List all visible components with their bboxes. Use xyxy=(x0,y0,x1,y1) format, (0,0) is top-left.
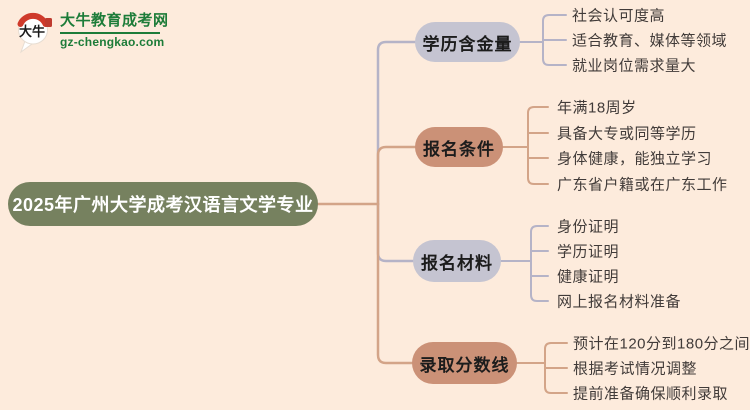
leaf-item: 社会认可度高 xyxy=(572,7,666,25)
red-seal-icon xyxy=(45,18,52,27)
leaf-item: 年满18周岁 xyxy=(557,99,637,117)
branch-node-score-line[interactable]: 录取分数线 xyxy=(412,342,517,384)
site-domain: gz-chengkao.com xyxy=(60,35,165,50)
branch-node-conditions[interactable]: 报名条件 xyxy=(415,127,503,167)
leaf-item: 预计在120分到180分之间 xyxy=(573,335,750,353)
leaf-item: 身份证明 xyxy=(557,218,620,236)
branch-node-materials[interactable]: 报名材料 xyxy=(413,240,501,282)
leaf-item: 广东省户籍或在广东工作 xyxy=(557,176,728,194)
leaf-item: 适合教育、媒体等领域 xyxy=(572,32,728,50)
leaf-item: 根据考试情况调整 xyxy=(573,360,698,378)
logo-calligraphy-chars: 大牛 xyxy=(19,24,45,39)
logo-divider xyxy=(60,32,160,35)
leaf-item: 具备大专或同等学历 xyxy=(557,125,697,143)
site-name: 大牛教育成考网 xyxy=(60,12,169,29)
leaf-item: 身体健康，能独立学习 xyxy=(557,150,713,168)
leaf-item: 提前准备确保顺利录取 xyxy=(573,385,729,403)
bull-speech-bubble-icon: 大牛 xyxy=(17,12,52,54)
leaf-item: 网上报名材料准备 xyxy=(557,293,682,311)
site-logo[interactable]: 大牛 大牛教育成考网 gz-chengkao.com xyxy=(15,11,169,55)
leaf-item: 健康证明 xyxy=(557,268,620,286)
leaf-item: 学历证明 xyxy=(557,243,620,261)
root-node[interactable]: 2025年广州大学成考汉语言文学专业 xyxy=(8,182,318,226)
leaf-item: 就业岗位需求量大 xyxy=(572,57,697,75)
branch-node-gold-content[interactable]: 学历含金量 xyxy=(415,22,520,62)
